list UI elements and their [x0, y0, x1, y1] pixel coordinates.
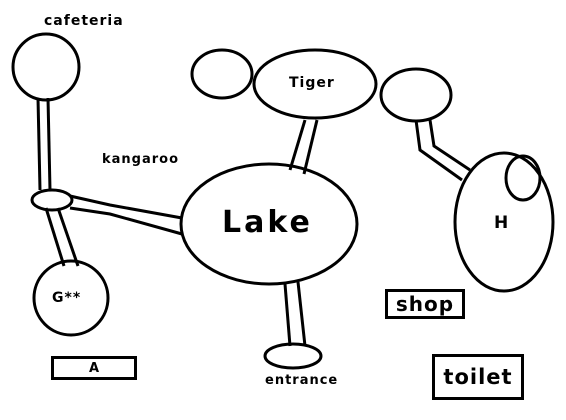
tiger-node [252, 48, 378, 120]
g-label: G** [52, 290, 82, 306]
path-pond-h [414, 119, 471, 182]
kangaroo-label: kangaroo [102, 152, 180, 167]
small-pen-node [190, 48, 254, 100]
lake-node [179, 162, 359, 286]
g-node [32, 259, 110, 337]
tiger-label: Tiger [289, 75, 335, 91]
path-cafeteria-junction [36, 97, 52, 191]
h-label: H [494, 213, 509, 233]
lake-label: Lake [222, 205, 313, 240]
a-box: A [51, 356, 137, 380]
pond-node [379, 67, 453, 123]
cafeteria-node [11, 32, 81, 102]
path-junction-lake [69, 194, 183, 236]
shop-box: shop [385, 289, 465, 319]
junction-node [30, 188, 74, 212]
cafeteria-label: cafeteria [44, 13, 124, 29]
h-node [453, 151, 555, 293]
path-lake-entrance [283, 281, 307, 347]
toilet-box: toilet [432, 354, 524, 400]
path-tiger-lake [288, 119, 319, 175]
entrance-label: entrance [265, 373, 339, 388]
h-small-node [504, 154, 542, 202]
path-junction-g [44, 207, 80, 267]
entrance-node [263, 342, 323, 370]
